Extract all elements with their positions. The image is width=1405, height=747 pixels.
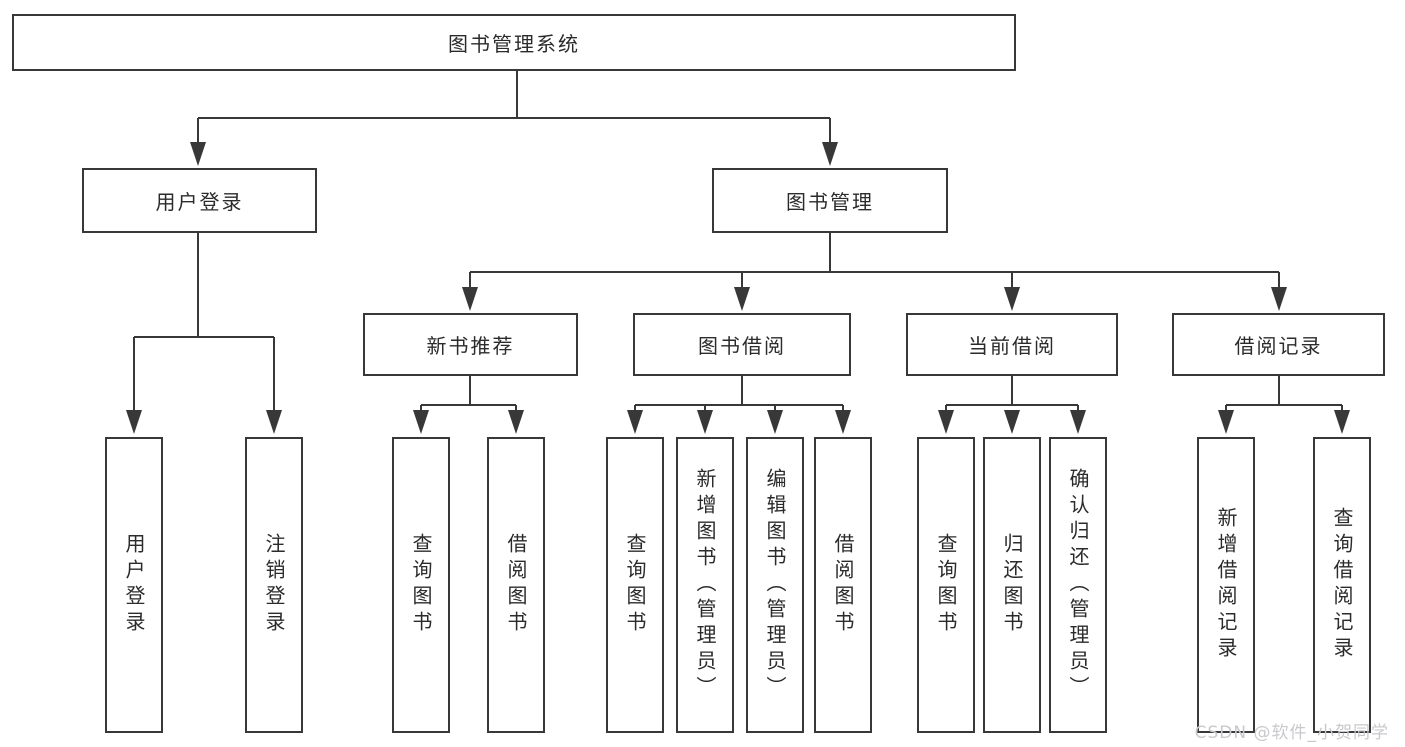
leaf-borrow-books: 借阅图书 bbox=[487, 437, 545, 733]
leaf-return-books: 归还图书 bbox=[983, 437, 1041, 733]
leaf-label: 编辑图书（管理员） bbox=[763, 468, 787, 702]
leaf-add-books-admin: 新增图书（管理员） bbox=[676, 437, 734, 733]
node-current-borrowing: 当前借阅 bbox=[906, 313, 1118, 376]
node-book-management: 图书管理 bbox=[712, 168, 948, 233]
node-label: 图书借阅 bbox=[698, 334, 786, 358]
leaf-label: 查询图书 bbox=[623, 533, 647, 637]
node-label: 新书推荐 bbox=[426, 334, 515, 358]
node-user-login: 用户登录 bbox=[82, 168, 317, 233]
leaf-label: 确认归还（管理员） bbox=[1066, 468, 1090, 702]
leaf-label: 借阅图书 bbox=[504, 533, 528, 637]
leaf-query-books: 查询图书 bbox=[606, 437, 664, 733]
leaf-label: 归还图书 bbox=[1000, 533, 1024, 637]
leaf-label: 借阅图书 bbox=[831, 533, 855, 637]
leaf-query-borrow-record: 查询借阅记录 bbox=[1313, 437, 1371, 733]
leaf-logout: 注销登录 bbox=[245, 437, 303, 733]
leaf-label: 查询借阅记录 bbox=[1330, 507, 1354, 663]
node-label: 当前借阅 bbox=[968, 334, 1056, 358]
leaf-query-books: 查询图书 bbox=[917, 437, 975, 733]
node-label: 用户登录 bbox=[155, 190, 244, 214]
leaf-query-books: 查询图书 bbox=[392, 437, 450, 733]
leaf-label: 用户登录 bbox=[122, 533, 146, 637]
node-library-management-system: 图书管理系统 bbox=[12, 14, 1016, 71]
leaf-user-login: 用户登录 bbox=[105, 437, 163, 733]
leaf-confirm-return-admin: 确认归还（管理员） bbox=[1049, 437, 1107, 733]
leaf-label: 新增借阅记录 bbox=[1214, 507, 1238, 663]
leaf-label: 新增图书（管理员） bbox=[693, 468, 717, 702]
node-label: 图书管理 bbox=[786, 190, 874, 214]
node-label: 借阅记录 bbox=[1234, 334, 1323, 358]
leaf-add-borrow-record: 新增借阅记录 bbox=[1197, 437, 1255, 733]
leaf-label: 注销登录 bbox=[262, 533, 286, 637]
node-borrowing-records: 借阅记录 bbox=[1172, 313, 1385, 376]
node-book-borrowing: 图书借阅 bbox=[633, 313, 851, 376]
leaf-label: 查询图书 bbox=[409, 533, 433, 637]
node-new-book-recommendation: 新书推荐 bbox=[363, 313, 578, 376]
csdn-watermark: CSDN @软件_小贺同学 bbox=[1194, 723, 1389, 743]
leaf-edit-books-admin: 编辑图书（管理员） bbox=[746, 437, 804, 733]
leaf-borrow-books: 借阅图书 bbox=[814, 437, 872, 733]
node-label: 图书管理系统 bbox=[448, 32, 580, 56]
leaf-label: 查询图书 bbox=[934, 533, 958, 637]
